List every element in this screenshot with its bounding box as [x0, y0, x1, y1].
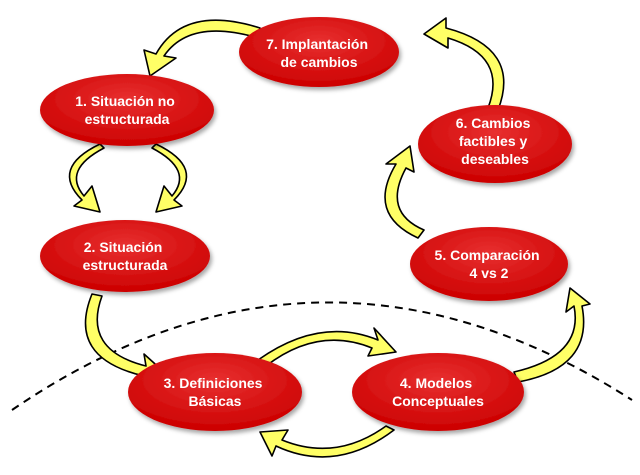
- node-5[interactable]: 5. Comparación 4 vs 2: [410, 227, 568, 301]
- arrow-4-to-3: [259, 425, 395, 458]
- svg-text:2. Situación estructurad: 2. Situación estructurada: [83, 239, 168, 273]
- node-6-line-3: deseables: [461, 151, 529, 167]
- node-6[interactable]: 6. Cambios factibles y deseables: [418, 105, 572, 183]
- boundary-dashed-curve: [11, 301, 633, 411]
- node-6-line-1: 6. Cambios: [456, 115, 531, 131]
- node-6-line-2: factibles y: [459, 133, 528, 149]
- arrow-3-to-4: [257, 327, 397, 367]
- node-1-line-1: 1. Situación no: [75, 93, 175, 109]
- arrow-5-to-6: [384, 145, 425, 239]
- arrows-layer: [68, 17, 591, 458]
- node-3-line-2: Básicas: [189, 393, 242, 409]
- arrow-1-to-2-right: [151, 143, 188, 213]
- svg-text:7. Implantación de cambi: 7. Implantación de cambios: [266, 36, 372, 70]
- svg-text:6. Cambios factibles y: 6. Cambios factibles y deseables: [456, 115, 535, 167]
- node-7-line-2: de cambios: [280, 54, 357, 70]
- svg-text:1. Situación no estructu: 1. Situación no estructurada: [75, 93, 178, 127]
- svg-text:5. Comparación 4 vs 2: 5. Comparación 4 vs 2: [435, 247, 544, 281]
- node-2-line-2: estructurada: [83, 257, 168, 273]
- node-5-line-1: 5. Comparación: [435, 247, 540, 263]
- node-2[interactable]: 2. Situación estructurada: [40, 220, 210, 292]
- svg-text:3. Definiciones Básicas: 3. Definiciones Básicas: [164, 375, 267, 409]
- node-2-line-1: 2. Situación: [84, 239, 163, 255]
- arrow-7-to-1: [143, 19, 261, 77]
- node-1[interactable]: 1. Situación no estructurada: [40, 74, 214, 146]
- node-3[interactable]: 3. Definiciones Básicas: [128, 353, 302, 431]
- svg-text:4. Modelos Conceptuales: 4. Modelos Conceptuales: [392, 375, 484, 409]
- node-7-line-1: 7. Implantación: [266, 36, 368, 52]
- arrow-4-to-5: [513, 287, 591, 383]
- arrow-6-to-7: [423, 17, 505, 111]
- node-4-line-1: 4. Modelos: [400, 375, 473, 391]
- node-4-line-2: Conceptuales: [392, 393, 484, 409]
- node-5-line-2: 4 vs 2: [470, 265, 509, 281]
- node-3-line-1: 3. Definiciones: [164, 375, 263, 391]
- arrow-1-to-2-left: [68, 143, 105, 213]
- node-4[interactable]: 4. Modelos Conceptuales: [352, 353, 524, 431]
- node-1-line-2: estructurada: [85, 111, 170, 127]
- node-7[interactable]: 7. Implantación de cambios: [239, 17, 399, 87]
